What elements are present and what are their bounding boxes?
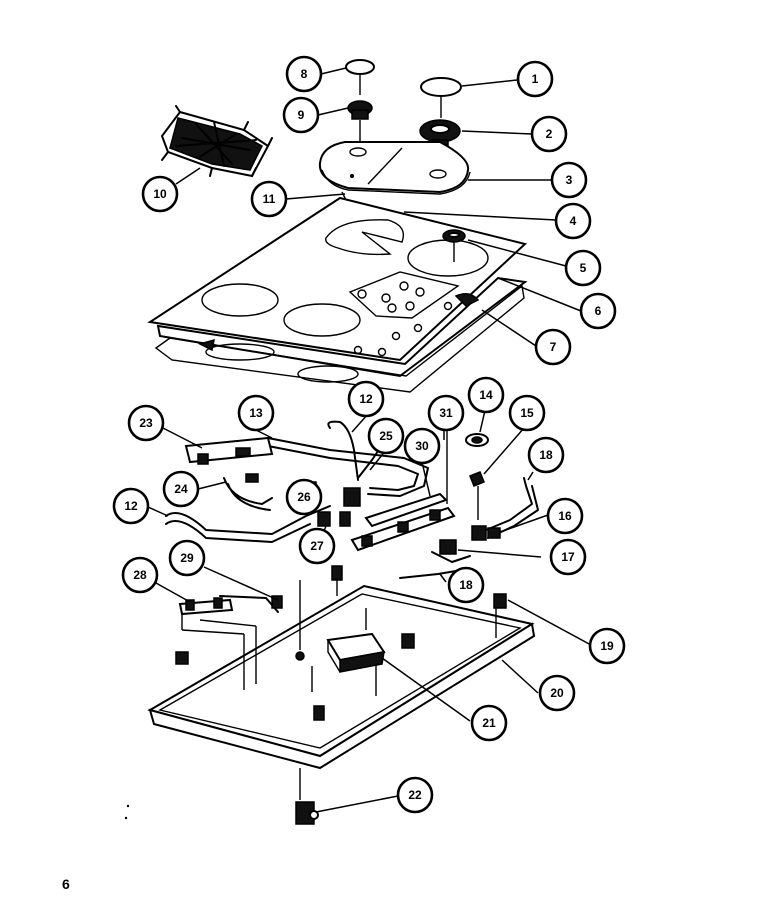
callout-27: 27 [298, 527, 336, 565]
svg-text:14: 14 [479, 388, 493, 402]
svg-text:6: 6 [595, 304, 602, 318]
callout-16: 16 [546, 497, 584, 535]
callout-15: 15 [508, 394, 546, 432]
callout-18b: 18 [447, 566, 485, 604]
bracket-19 [493, 593, 507, 609]
svg-text:17: 17 [561, 550, 575, 564]
svg-text:3: 3 [566, 173, 573, 187]
manifold-rail-30 [350, 492, 456, 552]
callout-23: 23 [127, 404, 165, 442]
callout-22: 22 [396, 776, 434, 814]
svg-text:25: 25 [379, 429, 393, 443]
callout-21: 21 [470, 704, 508, 742]
svg-text:12: 12 [359, 392, 373, 406]
svg-text:18: 18 [539, 448, 553, 462]
valve-25 [343, 447, 381, 507]
svg-text:23: 23 [139, 416, 153, 430]
callout-1: 1 [516, 60, 554, 98]
callout-28: 28 [121, 556, 159, 594]
page-number: 6 [62, 876, 70, 892]
svg-text:9: 9 [298, 108, 305, 122]
callout-9: 9 [282, 96, 320, 134]
callout-12b: 12 [112, 487, 150, 525]
callout-26: 26 [285, 478, 323, 516]
wire-29 [219, 595, 283, 613]
valve-27 [317, 511, 351, 527]
gas-tube-24 [223, 473, 273, 511]
svg-text:5: 5 [580, 261, 587, 275]
callout-20: 20 [538, 674, 576, 712]
burner-cap-small [345, 59, 375, 95]
gas-tube-12-lower [165, 505, 331, 543]
burner-element-5 [442, 229, 466, 262]
svg-text:19: 19 [600, 639, 614, 653]
svg-text:29: 29 [180, 551, 194, 565]
svg-text:18: 18 [459, 578, 473, 592]
gasket-14 [465, 433, 489, 447]
leader-lines [147, 67, 592, 813]
svg-text:20: 20 [550, 686, 564, 700]
callout-8: 8 [285, 55, 323, 93]
callout-5: 5 [564, 249, 602, 287]
svg-text:27: 27 [310, 539, 324, 553]
callout-7: 7 [534, 328, 572, 366]
callout-10: 10 [141, 175, 179, 213]
bracket-23 [184, 436, 274, 465]
callout-2: 2 [530, 115, 568, 153]
svg-text:1: 1 [532, 72, 539, 86]
svg-text:15: 15 [520, 406, 534, 420]
callout-18a: 18 [527, 436, 565, 474]
callout-3: 3 [550, 161, 588, 199]
callout-24: 24 [162, 470, 200, 508]
burner-base-plate [318, 141, 471, 201]
callout-12a: 12 [347, 380, 385, 418]
burner-cap-large [420, 77, 462, 118]
svg-text:21: 21 [482, 716, 496, 730]
gas-tube-16 [485, 477, 539, 539]
svg-text:26: 26 [297, 490, 311, 504]
callout-17: 17 [549, 538, 587, 576]
svg-text:22: 22 [408, 788, 422, 802]
callout-31: 31 [427, 394, 465, 432]
svg-text:13: 13 [249, 406, 263, 420]
callout-25: 25 [367, 417, 405, 455]
grate [160, 105, 273, 178]
svg-text:10: 10 [153, 187, 167, 201]
cooktop-lower-panel [154, 276, 528, 393]
gas-tube-12-upper [327, 420, 359, 481]
callout-4: 4 [554, 202, 592, 240]
svg-text:2: 2 [546, 127, 553, 141]
terminal-block-28 [178, 597, 234, 616]
svg-text:31: 31 [439, 406, 453, 420]
svg-text:30: 30 [415, 439, 429, 453]
svg-text:28: 28 [133, 568, 147, 582]
bracket-left-post [331, 565, 343, 596]
svg-text:12: 12 [124, 499, 138, 513]
callout-29: 29 [168, 539, 206, 577]
regulator-17 [431, 525, 487, 563]
part-15 [469, 471, 485, 520]
callout-6: 6 [579, 292, 617, 330]
svg-text:7: 7 [550, 340, 557, 354]
callout-19: 19 [588, 627, 626, 665]
callout-13: 13 [237, 394, 275, 432]
callout-30: 30 [403, 427, 441, 465]
svg-text:24: 24 [174, 482, 188, 496]
callout-14: 14 [467, 376, 505, 414]
cooktop-glass [147, 196, 528, 362]
svg-text:4: 4 [570, 214, 577, 228]
burner-head-small [347, 100, 373, 148]
callout-11: 11 [250, 180, 288, 218]
igniter-22 [295, 768, 319, 825]
svg-text:8: 8 [301, 67, 308, 81]
control-module-21 [326, 632, 386, 673]
svg-text:16: 16 [558, 509, 572, 523]
svg-text:11: 11 [263, 192, 276, 206]
